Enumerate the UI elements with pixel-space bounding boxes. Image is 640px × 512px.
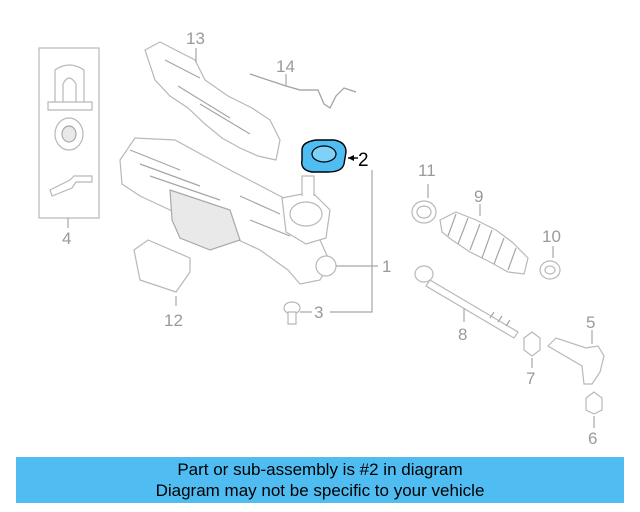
- part-11-clamp: [411, 184, 437, 224]
- part-6-nut: [585, 391, 603, 428]
- callout-10: 10: [542, 227, 561, 246]
- part-5-tie-rod-end: [547, 330, 605, 385]
- banner-line-1: Part or sub-assembly is #2 in diagram: [177, 460, 463, 479]
- callout-3: 3: [314, 303, 323, 322]
- callout-11: 11: [418, 161, 436, 180]
- callout-2: 2: [358, 150, 369, 171]
- part-10-clamp: [539, 246, 561, 280]
- part-7-nut: [523, 331, 541, 368]
- part-2-highlighted-mount: [301, 139, 358, 173]
- part-4-kit-box: [38, 47, 100, 228]
- callout-6: 6: [588, 429, 597, 448]
- callout-9: 9: [474, 187, 483, 206]
- part-13-heat-shield: [144, 41, 281, 161]
- part-3-bolt: [283, 301, 312, 325]
- callout-1: 1: [382, 257, 391, 276]
- parts-diagram: 1 2 3 4 5 6 7 8 9 10 11 12 13 14: [38, 29, 605, 448]
- callout-14: 14: [276, 57, 295, 76]
- banner-line-2: Diagram may not be specific to your vehi…: [155, 481, 485, 500]
- part-1-steering-rack: [119, 137, 378, 285]
- callout-12: 12: [164, 311, 183, 330]
- callout-4: 4: [62, 229, 71, 248]
- leader-bracket: [330, 170, 373, 313]
- callout-7: 7: [526, 369, 535, 388]
- callout-5: 5: [586, 313, 595, 332]
- part-8-tie-rod: [414, 265, 519, 339]
- info-banner: Part or sub-assembly is #2 in diagram Di…: [16, 457, 624, 503]
- part-14-tube: [249, 73, 357, 109]
- callout-8: 8: [458, 325, 467, 344]
- callout-13: 13: [186, 29, 205, 48]
- part-9-boot: [439, 204, 529, 275]
- part-12-shield: [133, 239, 191, 306]
